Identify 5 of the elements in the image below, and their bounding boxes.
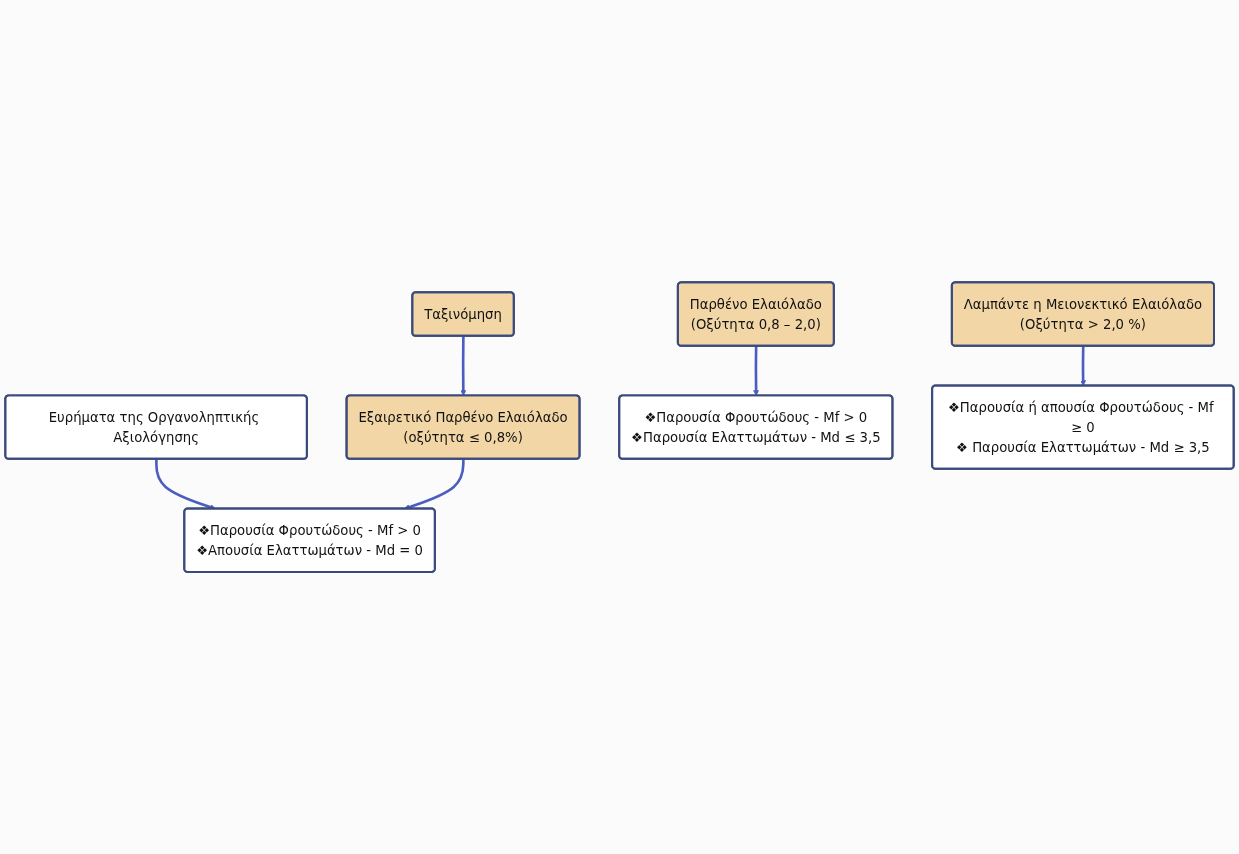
arrow [460, 336, 467, 396]
arrow [404, 459, 465, 510]
arrow [753, 345, 759, 396]
arrow [1080, 345, 1087, 386]
arrow [155, 459, 216, 510]
